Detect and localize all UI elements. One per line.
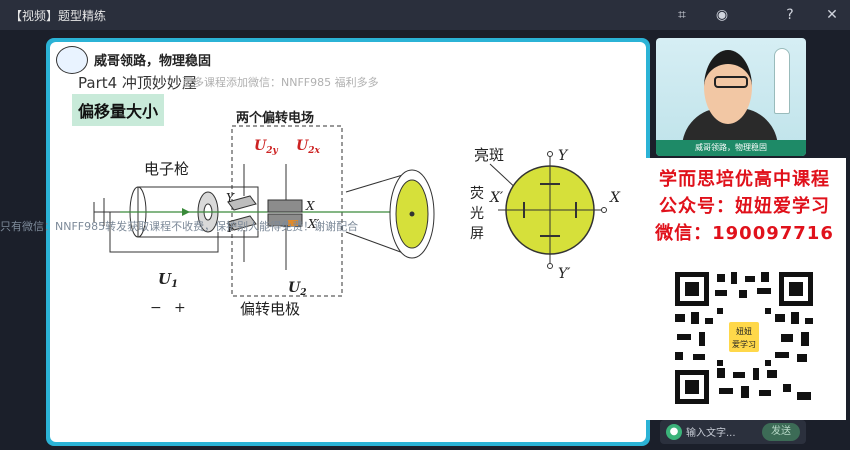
y-axis-label: Y: [558, 148, 569, 164]
glasses-icon: [714, 76, 748, 88]
xp-axis-label: X′: [489, 190, 504, 206]
x-plate-label: X: [305, 199, 315, 213]
field-label: 两个偏转电场: [236, 110, 314, 126]
chat-bar: ● 输入文字... 发送: [660, 420, 806, 444]
teacher-video[interactable]: 威哥领路，物理稳固: [656, 38, 806, 156]
eye-icon[interactable]: ◉: [715, 7, 729, 23]
chat-bubble-icon: ●: [666, 424, 682, 440]
electrode-label: 偏转电极: [240, 300, 300, 318]
oscilloscope-diagram: 两个偏转电场 电子枪 U1 − + Y: [93, 110, 621, 318]
x-plate-top: [267, 199, 303, 213]
video-caption: 威哥领路，物理稳固: [656, 140, 806, 156]
promo-overlay: 学而思培优高中课程 公众号：妞妞爱学习 微信：190097716 妞妞 爱学习: [643, 158, 846, 420]
close-icon[interactable]: ✕: [826, 7, 838, 23]
slide-frame: 威哥领路，物理稳固 Part4 冲顶妙妙屋 更多课程添加微信：NNFF985 福…: [46, 38, 650, 446]
rocket-icon: [774, 48, 790, 114]
yp-plate-label: Y′: [226, 221, 237, 235]
screen-char-3: 屏: [470, 226, 484, 242]
brand-logo-icon: [56, 46, 88, 74]
window-title: 【视频】题型精练: [10, 9, 107, 23]
help-icon[interactable]: ?: [786, 7, 794, 23]
u2y-label: U2y: [254, 138, 278, 156]
title-bar: 【视频】题型精练 ⌗ ◉ ? ✕: [0, 0, 850, 30]
watermark-mid: 只有微信：NNFF985转发获取课程不收费，保护别人能得免费！谢谢配合: [0, 220, 359, 233]
screen-char-2: 光: [470, 206, 484, 222]
promo-line-1: 学而思培优高中课程: [659, 169, 830, 190]
brand-text: 威哥领路，物理稳固: [94, 54, 212, 69]
u1-label: U1: [158, 270, 178, 290]
slide: 威哥领路，物理稳固 Part4 冲顶妙妙屋 更多课程添加微信：NNFF985 福…: [50, 42, 646, 442]
xp-plate-label: X′: [307, 217, 320, 231]
x-axis-label: X: [609, 190, 621, 206]
qr-badge-bottom: 爱学习: [732, 340, 756, 349]
qr-badge-top: 妞妞: [736, 327, 752, 336]
u2x-label: U2x: [296, 138, 320, 156]
part-title: Part4 冲顶妙妙屋: [78, 74, 197, 92]
send-button[interactable]: 发送: [762, 423, 800, 441]
gun-label: 电子枪: [144, 160, 189, 178]
yp-axis-label: Y′: [558, 266, 571, 282]
screen-char-1: 荧: [470, 185, 484, 202]
crop-icon[interactable]: ⌗: [678, 7, 686, 23]
watermark-top: 更多课程添加微信：NNFF985 福利多多: [182, 76, 379, 89]
y-plate-bottom: [227, 215, 257, 231]
qr-badge: 妞妞 爱学习: [727, 320, 761, 354]
u2-label: U2: [288, 280, 306, 298]
spot-label: 亮斑: [474, 146, 504, 164]
u1-minus: −: [150, 300, 162, 316]
promo-line-3: 微信：190097716: [655, 223, 834, 244]
promo-line-2: 公众号：妞妞爱学习: [659, 196, 830, 217]
right-panel: 威哥领路，物理稳固: [656, 38, 806, 450]
u1-plus: +: [174, 300, 186, 316]
topic-label: 偏移量大小: [72, 94, 165, 126]
y-plate-top: [227, 195, 257, 211]
chat-input[interactable]: 输入文字...: [686, 428, 736, 439]
y-plate-label: Y: [226, 191, 235, 205]
